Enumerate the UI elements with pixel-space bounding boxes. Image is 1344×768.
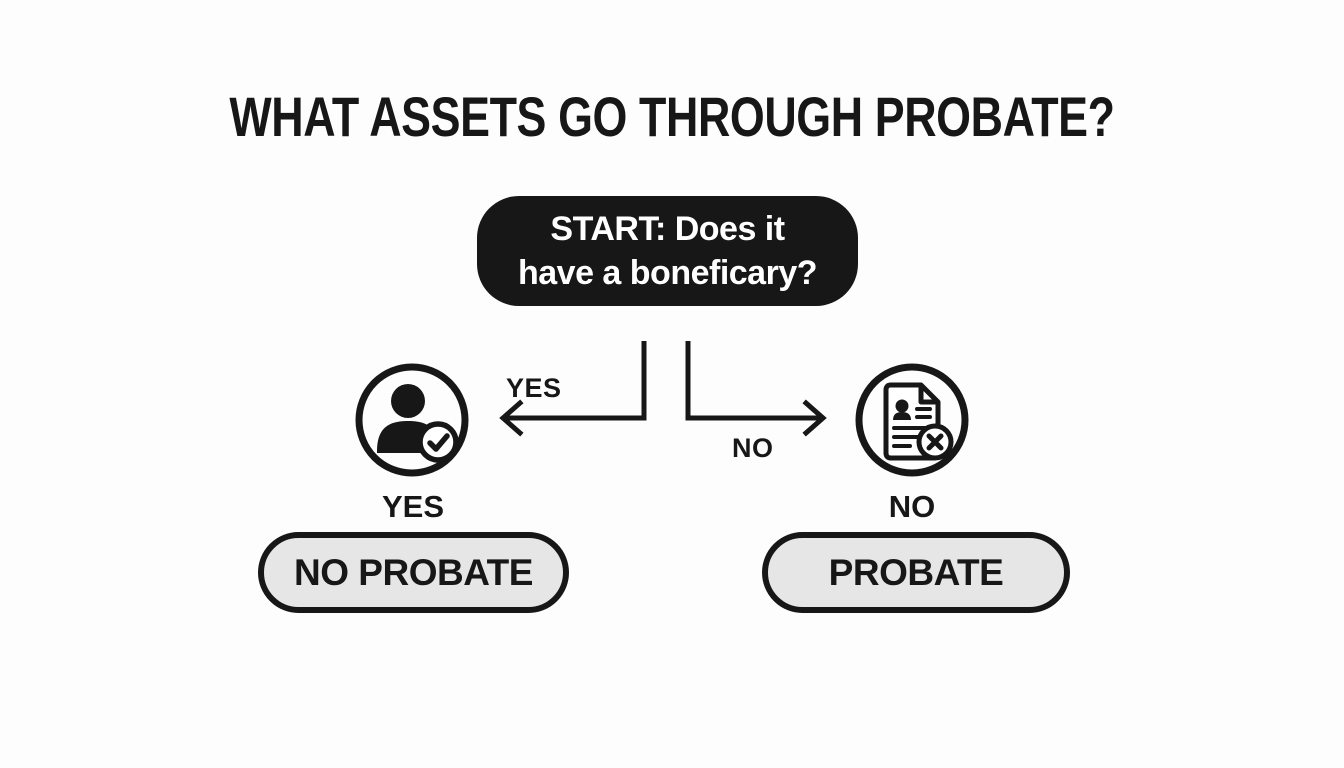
no-probate-result-pill: NO PROBATE bbox=[258, 532, 569, 613]
edge-label-yes: YES bbox=[506, 373, 562, 403]
document-x-icon bbox=[855, 363, 969, 477]
start-node-line2: have a boneficary? bbox=[517, 254, 818, 292]
edge-label-no: NO bbox=[732, 433, 774, 463]
probate-result-pill: PROBATE bbox=[762, 532, 1070, 613]
start-node-line1: START: Does it bbox=[550, 210, 785, 248]
no-outcome-label: NO bbox=[888, 489, 936, 524]
page-title: WHAT ASSETS GO THROUGH PROBATE? bbox=[229, 85, 1115, 148]
person-check-icon bbox=[355, 363, 469, 477]
yes-outcome-label: YES bbox=[381, 489, 445, 524]
start-node: START: Does it have a boneficary? bbox=[477, 196, 858, 306]
